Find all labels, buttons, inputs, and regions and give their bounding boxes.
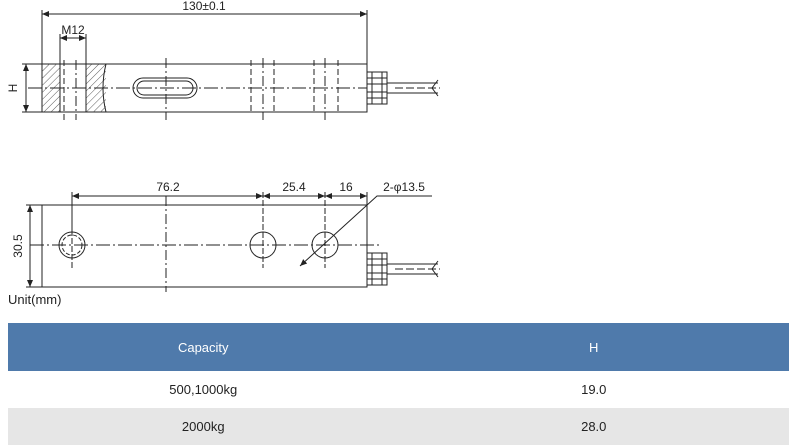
cell-capacity: 2000kg bbox=[8, 408, 399, 445]
dim-hole-spacing-2: 25.4 bbox=[282, 180, 306, 194]
dim-thread: M12 bbox=[61, 23, 85, 37]
cable-gland-side bbox=[366, 71, 388, 105]
cell-h: 19.0 bbox=[581, 382, 607, 397]
top-view bbox=[26, 192, 440, 292]
table-row: 2000kg 28.0 bbox=[8, 408, 789, 445]
dim-height: H bbox=[6, 84, 20, 93]
dim-edge-distance: 16 bbox=[339, 180, 353, 194]
capacity-table: Capacity H 500,1000kg 19.0 2000kg 28.0 bbox=[8, 323, 789, 445]
dim-overall-length: 130±0.1 bbox=[182, 0, 226, 13]
dim-hole-spacing-1: 76.2 bbox=[156, 180, 180, 194]
cable-gland-top bbox=[366, 252, 388, 286]
dim-hole-callout: 2-φ13.5 bbox=[383, 180, 425, 194]
header-h: H bbox=[398, 323, 789, 371]
side-view bbox=[22, 10, 440, 120]
unit-label: Unit(mm) bbox=[8, 292, 62, 307]
table-row: 500,1000kg 19.0 bbox=[8, 371, 789, 408]
load-cell-drawing: 130±0.1 M12 H 76.2 bbox=[6, 0, 440, 292]
top-view-body bbox=[41, 204, 368, 288]
cell-capacity: 500,1000kg bbox=[169, 382, 238, 397]
table-header-row: Capacity H bbox=[8, 323, 789, 371]
header-capacity: Capacity bbox=[8, 323, 399, 371]
dim-width: 30.5 bbox=[11, 234, 25, 258]
cell-h: 28.0 bbox=[398, 408, 789, 445]
